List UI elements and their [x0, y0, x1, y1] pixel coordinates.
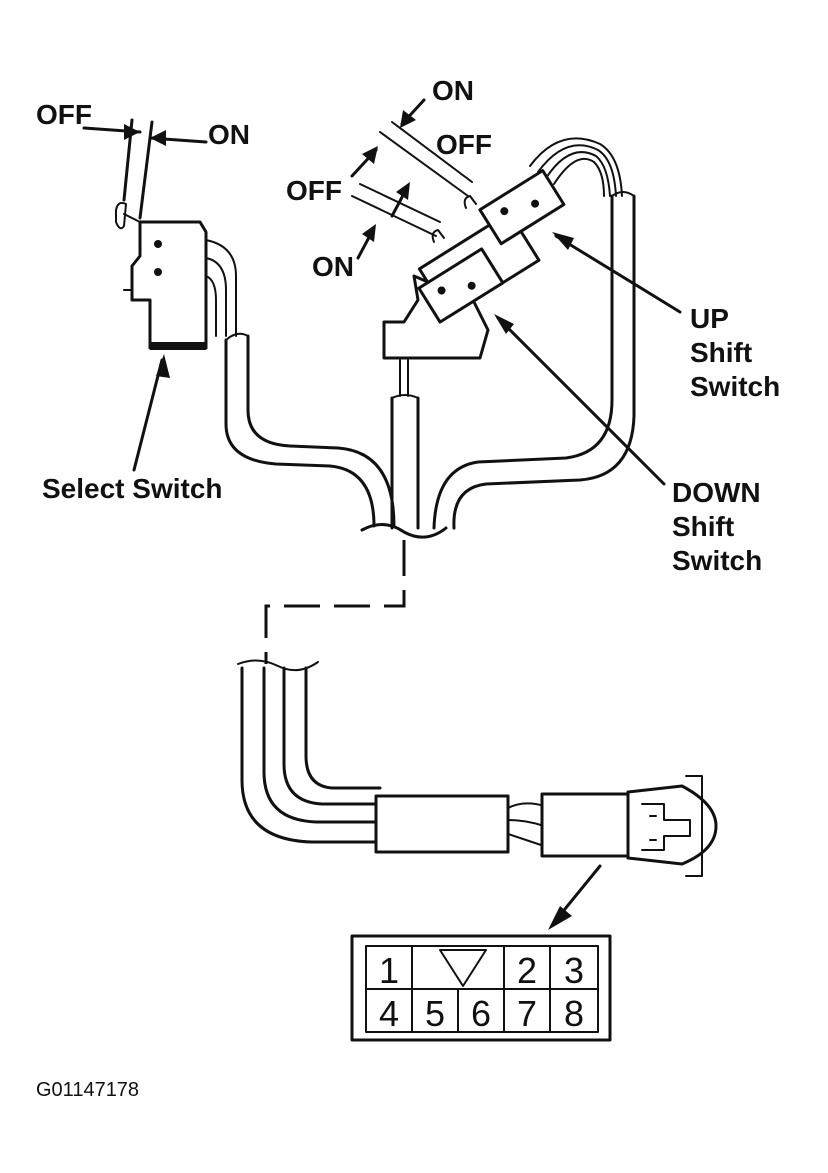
up-shift-switch-body	[478, 169, 566, 246]
continuation-dashed-line	[264, 540, 406, 664]
select-on-label: ON	[208, 119, 250, 150]
select-switch-cable	[224, 332, 396, 528]
shift-switch-assembly	[382, 169, 566, 360]
up-shift-switch-label-line1: UP	[690, 303, 729, 334]
pin-2: 2	[517, 950, 537, 991]
cable-break-top	[360, 523, 448, 539]
down-off-label: OFF	[286, 175, 342, 206]
lower-harness	[237, 659, 718, 877]
shift-switch-cable	[390, 359, 420, 530]
select-off-label: OFF	[36, 99, 92, 130]
figure-id: G01147178	[36, 1079, 139, 1101]
select-switch	[115, 118, 237, 350]
pin-5: 5	[425, 993, 445, 1034]
pin-6: 6	[471, 993, 491, 1034]
shift-switch-arrows	[350, 98, 426, 260]
connector-pin-table: 1 2 3 4 5 6 7 8	[350, 934, 612, 1042]
down-shift-switch-label-line3: Switch	[672, 545, 762, 576]
pin-8: 8	[564, 993, 584, 1034]
pin-7: 7	[517, 993, 537, 1034]
pin-1: 1	[379, 950, 399, 991]
down-shift-switch-label-line2: Shift	[672, 511, 734, 542]
up-shift-switch-label-line3: Switch	[690, 371, 780, 402]
down-shift-switch-body	[417, 247, 505, 324]
pin-4: 4	[379, 993, 399, 1034]
connector-key-icon	[439, 949, 487, 987]
up-switch-cable	[432, 137, 636, 530]
select-off-on-arrows	[82, 124, 208, 146]
up-off-label: OFF	[436, 129, 492, 160]
down-shift-switch-label-line1: DOWN	[672, 477, 761, 508]
down-on-label: ON	[312, 251, 354, 282]
up-shift-switch-label-line2: Shift	[690, 337, 752, 368]
pin-3: 3	[564, 950, 584, 991]
pointer-arrows	[132, 232, 682, 930]
select-switch-label: Select Switch	[42, 473, 223, 504]
up-on-label: ON	[432, 75, 474, 106]
